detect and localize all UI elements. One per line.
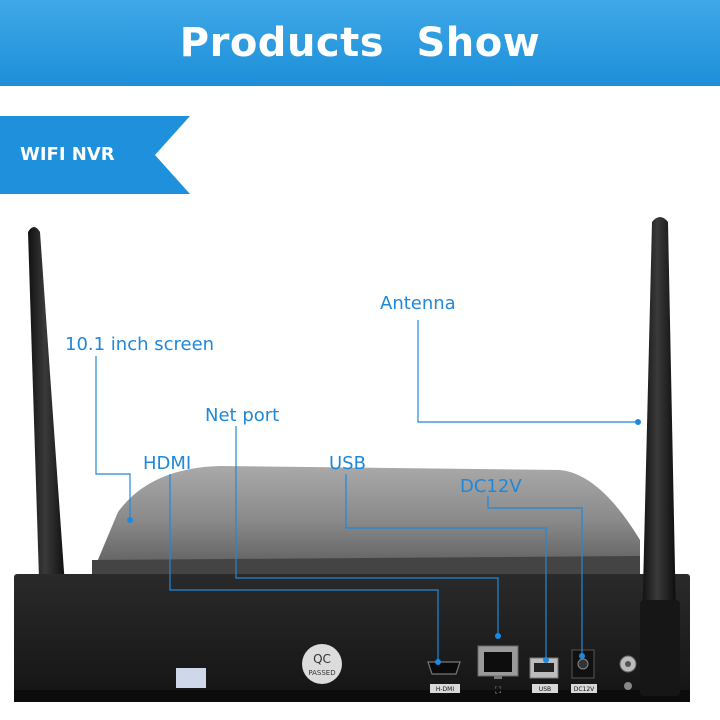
callout-antenna: Antenna: [380, 293, 456, 314]
callout-hdmi: HDMI: [143, 453, 192, 474]
callout-dots: [127, 419, 641, 665]
header-banner: Products Show: [0, 0, 720, 86]
callout-lines: [95, 320, 638, 662]
qc-badge: QC PASSED: [302, 644, 342, 684]
screen-lid: [92, 466, 640, 580]
hdmi-port[interactable]: H-DMI: [427, 661, 461, 693]
callout-net-port: Net port: [205, 405, 280, 426]
callout-dc12v: DC12V: [460, 476, 522, 497]
network-icon: ⛶: [494, 685, 502, 695]
dc-port[interactable]: DC12V: [571, 649, 597, 693]
qc-badge-top: QC: [313, 652, 331, 666]
usb-port[interactable]: USB: [529, 657, 559, 693]
ethernet-port[interactable]: ⛶: [477, 645, 519, 695]
callout-usb: USB: [329, 453, 366, 474]
qc-badge-bottom: PASSED: [308, 669, 335, 677]
usb-port-label: USB: [539, 686, 551, 693]
right-antenna: [640, 217, 680, 696]
callout-screen: 10.1 inch screen: [65, 334, 215, 355]
ground-screw: [619, 655, 637, 690]
sticker: [176, 668, 206, 688]
dc-port-label: DC12V: [574, 686, 595, 693]
ground-icon: [624, 682, 632, 690]
hdmi-port-label: H-DMI: [436, 686, 454, 693]
page-title: Products Show: [179, 20, 541, 66]
section-label: WIFI NVR: [20, 144, 115, 165]
nvr-body: [14, 574, 690, 702]
